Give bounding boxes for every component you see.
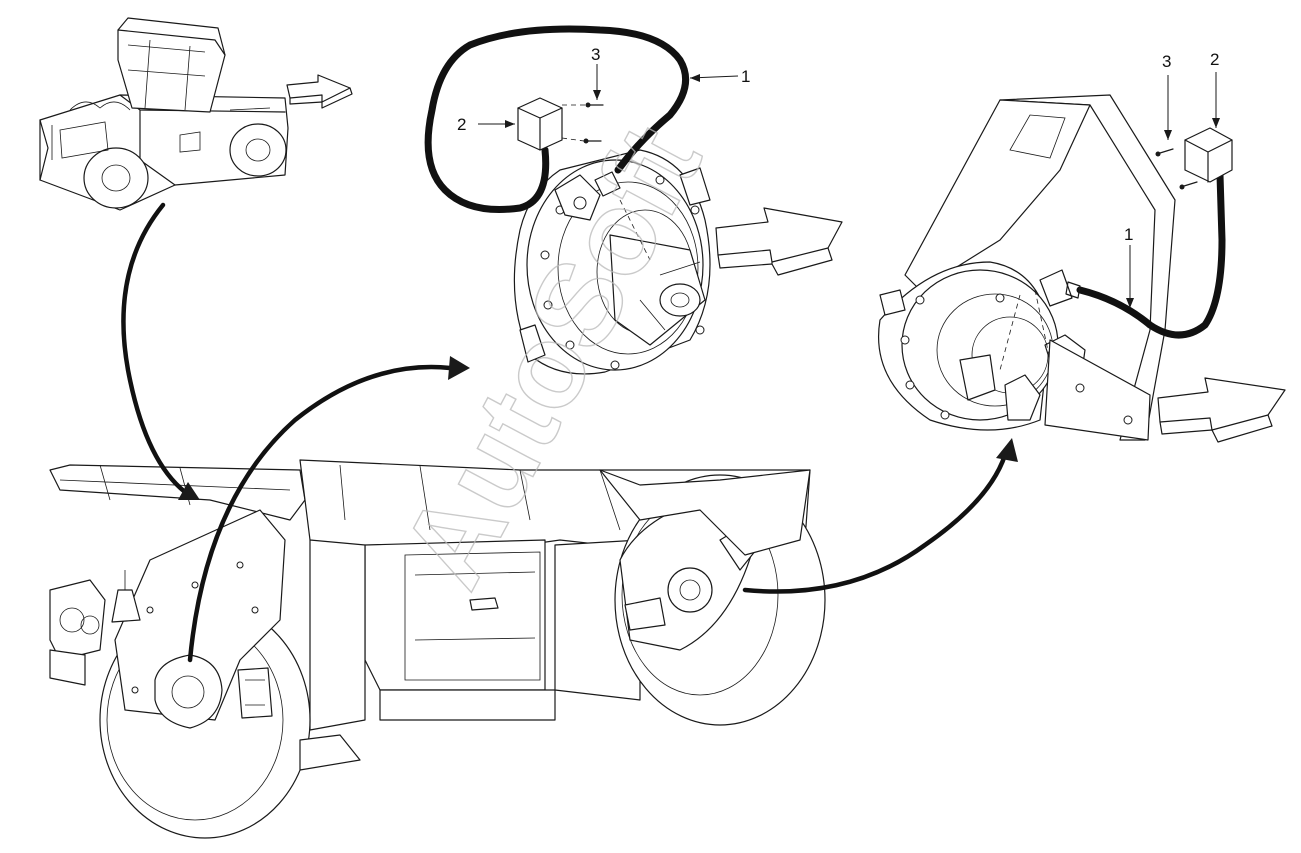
detail-b-callouts: 3 2 1 <box>1124 50 1220 308</box>
callout-1-detail-b: 1 <box>1124 225 1133 244</box>
arrowhead-overview-to-machine <box>178 482 200 500</box>
detail-a-sensor-box <box>517 97 563 151</box>
flow-arrow-rear-drum-to-detail-b <box>742 452 1008 594</box>
detail-a-sensor-cable <box>424 25 690 214</box>
flow-arrow-overview-to-machine <box>121 202 188 495</box>
detail-a-callouts: 1 2 3 <box>457 45 750 134</box>
callout-1-detail-a: 1 <box>741 67 750 86</box>
roller-overview-illustration <box>39 17 289 211</box>
detail-b-sensor-box <box>1184 127 1233 183</box>
callout-2-detail-b: 2 <box>1210 50 1219 69</box>
flow-arrows <box>121 202 1018 663</box>
callout-3-detail-a: 3 <box>591 45 600 64</box>
detail-a-mounting-screws <box>561 102 604 144</box>
direction-arrow-detail-b <box>1157 377 1286 443</box>
callout-2-detail-a: 2 <box>457 115 466 134</box>
callout-3-detail-b: 3 <box>1162 52 1171 71</box>
arrowhead-rear-drum-to-detail-b <box>996 438 1018 462</box>
detail-b-drum-frame <box>878 94 1176 441</box>
roller-machine-main-illustration <box>49 459 826 839</box>
detail-a-drum-hub <box>513 149 711 375</box>
direction-arrow-detail-a <box>715 207 843 276</box>
detail-b-mounting-screws <box>1155 148 1198 190</box>
arrowhead-front-drum-to-detail-a <box>448 356 470 380</box>
direction-arrow-overview <box>286 74 353 109</box>
flow-arrow-front-drum-to-detail-a <box>187 364 453 663</box>
detail-b-sensor-cable <box>1076 171 1226 339</box>
